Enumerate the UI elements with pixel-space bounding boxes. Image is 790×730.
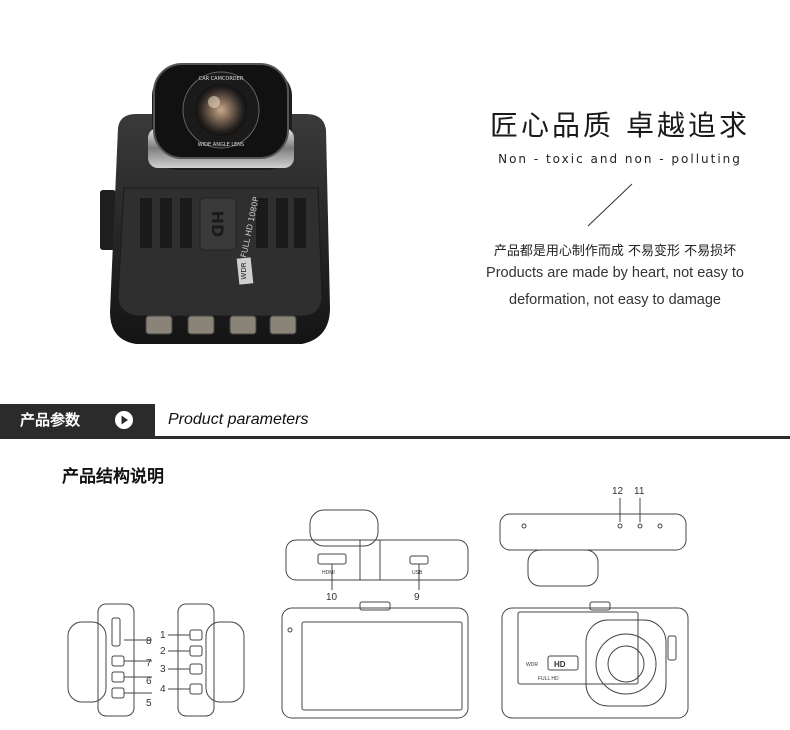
dashcam-product-photo: HD FULL HD 1080P WDR CAR CAMCORDER WIDE … <box>100 63 330 344</box>
label-1: 1 <box>160 630 166 641</box>
label-3: 3 <box>160 664 166 675</box>
hero-description-cn: 产品都是用心制作而成 不易变形 不易损坏 <box>493 244 737 259</box>
bottom-view <box>499 498 687 587</box>
front-view <box>501 601 689 719</box>
usb-mark: USB <box>412 570 423 576</box>
label-5: 5 <box>146 698 152 709</box>
section-title-en: Product parameters <box>168 411 309 428</box>
label-10: 10 <box>326 592 338 603</box>
front-fullhd-mark: FULL HD <box>538 676 559 682</box>
front-hd-mark: HD <box>554 660 566 669</box>
dashcam-buttons <box>145 315 297 335</box>
hero-description-en-line1: Products are made by heart, not easy to <box>486 265 744 281</box>
lens-ring-text: CAR CAMCORDER <box>199 76 244 82</box>
label-11: 11 <box>634 486 645 497</box>
structure-title: 产品结构说明 <box>62 467 164 487</box>
diagonal-divider <box>587 183 633 227</box>
label-4: 4 <box>160 684 166 695</box>
section-title-cn: 产品参数 <box>20 411 81 429</box>
hero-headline: 匠心品质 卓越追求 <box>490 109 750 142</box>
top-view <box>285 509 469 590</box>
hero-description-en-line2: deformation, not easy to damage <box>509 292 721 308</box>
back-view <box>281 601 469 719</box>
left-side-view <box>67 603 152 717</box>
label-7: 7 <box>146 658 152 669</box>
hdmi-mark: HDMI <box>322 570 335 576</box>
lens-ring-text-2: WIDE ANGLE LENS <box>198 142 244 148</box>
front-wdr-mark: WDR <box>526 662 538 668</box>
hero-subline: Non - toxic and non - polluting <box>498 152 742 166</box>
play-arrow-icon <box>115 411 133 429</box>
label-12: 12 <box>612 486 624 497</box>
hd-badge: HD <box>208 211 227 238</box>
right-side-view <box>168 603 245 717</box>
label-9: 9 <box>414 592 420 603</box>
label-2: 2 <box>160 646 166 657</box>
section-underline <box>0 436 790 439</box>
structure-diagram: 1 2 3 4 5 6 7 8 9 10 11 12 HD FULL HD WD… <box>67 486 689 719</box>
wdr-badge: WDR <box>240 262 248 279</box>
label-6: 6 <box>146 676 152 687</box>
label-8: 8 <box>146 636 152 647</box>
